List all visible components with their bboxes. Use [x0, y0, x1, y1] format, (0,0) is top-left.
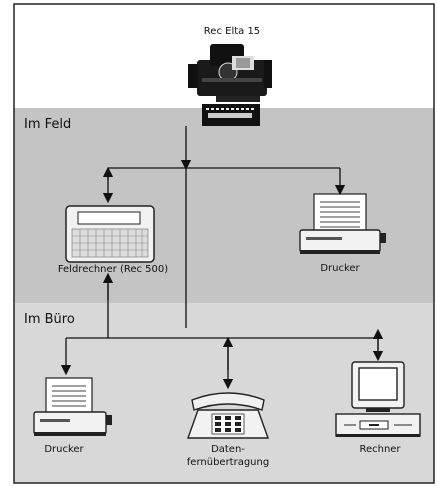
connection-lines [60, 126, 384, 390]
field-computer-label: Feldrechner (Rec 500) [57, 264, 169, 275]
instrument-label: Rec Elta 15 [203, 26, 261, 37]
data-transfer-label-2: fernübertragung [186, 457, 270, 468]
field-printer-label: Drucker [320, 263, 360, 274]
computer-label: Rechner [359, 444, 401, 455]
office-printer-icon [33, 377, 112, 436]
computer-icon [335, 361, 421, 437]
office-printer-label: Drucker [44, 444, 84, 455]
telephone-icon [187, 392, 269, 439]
total-station-icon [188, 44, 272, 126]
field-section-label: Im Feld [24, 117, 72, 132]
field-printer-icon [299, 193, 386, 254]
diagram-frame [13, 3, 435, 484]
office-section-label: Im Büro [24, 312, 75, 327]
data-transfer-label-1: Daten- [211, 444, 245, 455]
field-computer-icon [65, 205, 155, 263]
